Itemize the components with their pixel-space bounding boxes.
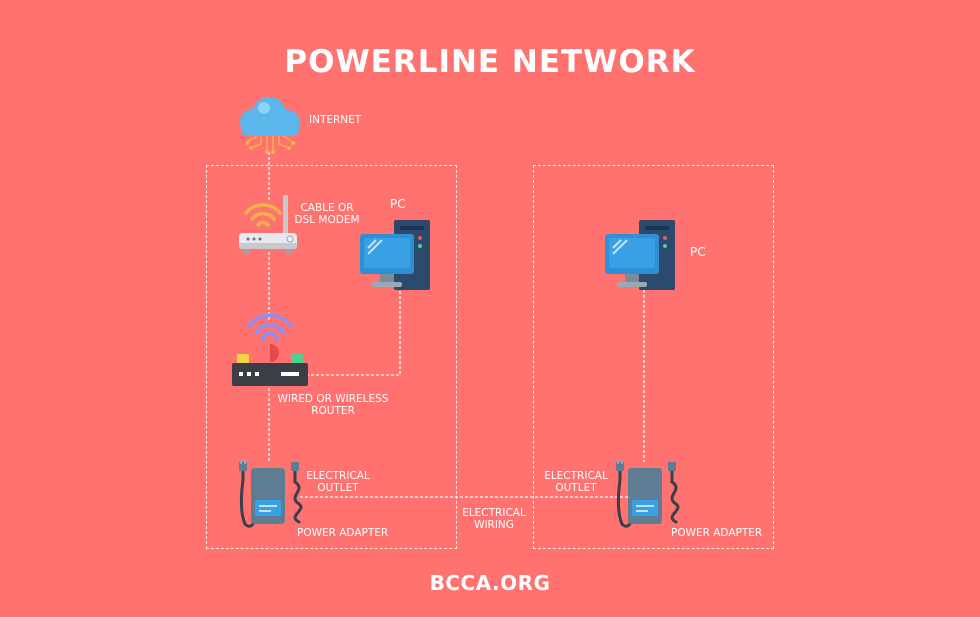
adapter-left-label: POWER ADAPTER [297,527,389,539]
left-location-box [206,165,457,549]
wiring-label-line1: ELECTRICAL [462,507,526,519]
cloud-icon [240,97,300,154]
outlet-left-label-line1: ELECTRICAL [306,470,370,482]
power-adapter-icon [616,460,680,528]
internet-label: INTERNET [309,114,362,126]
router-label: WIRED OR WIRELESS ROUTER [268,393,398,417]
modem-label-line1: CABLE OR [300,202,354,214]
computer-icon [360,220,430,290]
computer-icon [605,220,675,290]
router-icon [232,313,308,386]
pc-right-label: PC [690,245,706,259]
outlet-left-label-line2: OUTLET [317,482,359,494]
pc-left-label: PC [390,197,406,211]
electrical-wiring-label: ELECTRICAL WIRING [456,507,532,531]
modem-icon [239,195,297,253]
router-to-pc-line [306,290,401,376]
router-label-line2: ROUTER [311,405,355,417]
outlet-right-label-line1: ELECTRICAL [544,470,608,482]
footer-brand: BCCA.ORG [429,571,551,595]
modem-label: CABLE OR DSL MODEM [292,202,362,226]
wiring-label-line2: WIRING [474,519,514,531]
power-adapter-icon [239,460,303,528]
outlet-left-label: ELECTRICAL OUTLET [303,470,373,494]
adapter-right-label: POWER ADAPTER [671,527,763,539]
outlet-right-label: ELECTRICAL OUTLET [541,470,611,494]
outlet-right-label-line2: OUTLET [555,482,597,494]
right-location-box [533,165,774,549]
router-label-line1: WIRED OR WIRELESS [277,393,389,405]
page-title: POWERLINE NETWORK [284,44,696,80]
modem-label-line2: DSL MODEM [294,214,360,226]
